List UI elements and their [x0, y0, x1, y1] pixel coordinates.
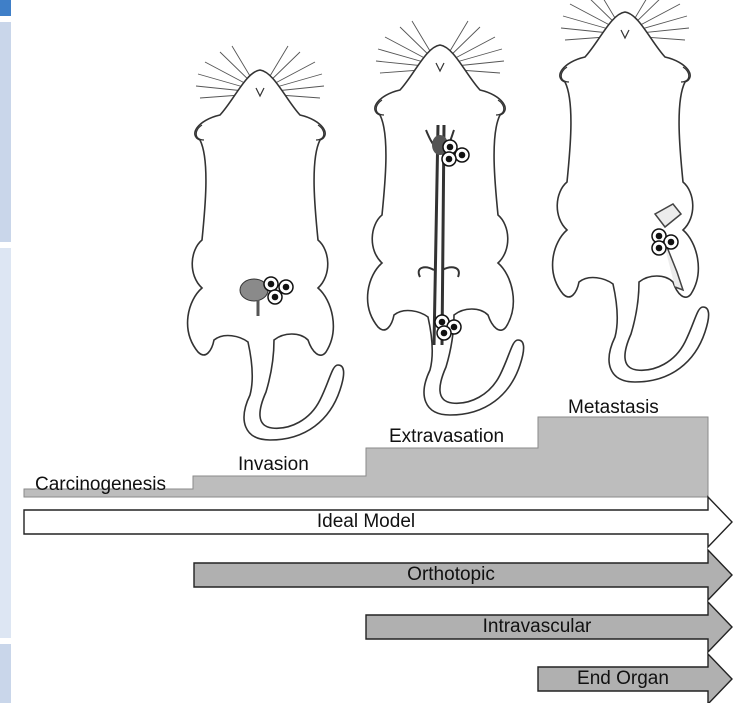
- tumor-cells-icon: [435, 315, 461, 340]
- model-label-end-organ: End Organ: [538, 668, 708, 690]
- stage-label-metastasis: Metastasis: [568, 397, 659, 419]
- mouse-extravasation-illustration: [368, 21, 524, 415]
- stage-label-invasion: Invasion: [238, 454, 309, 476]
- stage-label-carcinogenesis: Carcinogenesis: [35, 474, 166, 496]
- model-label-orthotopic: Orthotopic: [194, 564, 708, 586]
- model-label-ideal: Ideal Model: [24, 511, 708, 533]
- stage-label-extravasation: Extravasation: [389, 426, 504, 448]
- mouse-metastasis-illustration: [553, 0, 709, 382]
- mouse-invasion-illustration: [188, 46, 344, 440]
- model-label-intravascular: Intravascular: [366, 616, 708, 638]
